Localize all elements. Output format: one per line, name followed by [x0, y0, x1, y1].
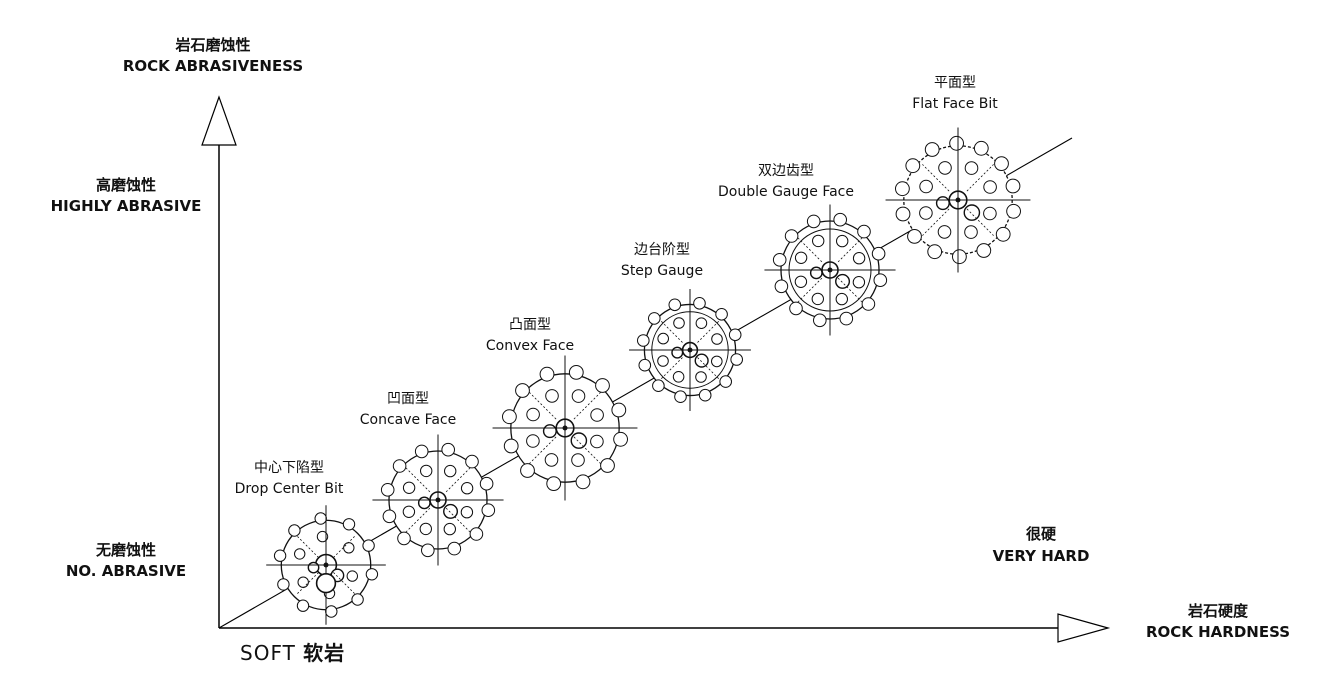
high-abrasive-label-en: HIGHLY ABRASIVE	[50, 197, 202, 215]
bit-label-concave-cn: 凹面型	[387, 391, 429, 407]
double-gauge-face-bit-icon	[764, 204, 896, 336]
bit-label-double-gauge-cn: 双边齿型	[758, 163, 814, 179]
very-hard-label-en: VERY HARD	[992, 547, 1090, 565]
bit-label-flat-face-en: Flat Face Bit	[912, 96, 998, 112]
drop-center-bit-icon	[266, 505, 386, 625]
bit-label-convex-en: Convex Face	[485, 338, 575, 354]
y-axis-arrow-icon	[201, 95, 237, 146]
bit-label-double-gauge-en: Double Gauge Face	[718, 184, 854, 200]
bit-label-step-gauge-en: Step Gauge	[620, 263, 704, 279]
y-axis-title-en: ROCK ABRASIVENESS	[122, 57, 304, 75]
no-abrasive-label-en: NO. ABRASIVE	[65, 562, 187, 580]
high-abrasive-label-cn: 高磨蚀性	[95, 176, 157, 194]
bit-label-convex-cn: 凸面型	[509, 317, 551, 333]
bit-label-concave-en: Concave Face	[359, 412, 457, 428]
x-axis-title-en: ROCK HARDNESS	[1145, 623, 1291, 641]
no-abrasive-label-cn: 无磨蚀性	[95, 541, 157, 559]
convex-face-bit-icon	[492, 355, 638, 501]
soft-label-cn: 软岩	[303, 641, 346, 665]
bit-label-flat-face-cn: 平面型	[934, 75, 976, 91]
bit-label-step-gauge-cn: 边台阶型	[634, 242, 690, 258]
bit-label-drop-center-en: Drop Center Bit	[234, 481, 344, 497]
soft-label-en: SOFT	[240, 641, 296, 665]
bits-layer	[266, 127, 1031, 625]
bit-label-drop-center-cn: 中心下陷型	[254, 460, 324, 476]
x-axis-arrow-icon	[1057, 613, 1111, 643]
flat-face-bit-icon	[885, 127, 1031, 273]
soft-label: SOFT 软岩	[240, 642, 345, 665]
step-gauge-bit-icon	[629, 289, 751, 411]
x-axis-title-cn: 岩石硬度	[1187, 602, 1249, 620]
very-hard-label-cn: 很硬	[1025, 525, 1057, 543]
concave-face-bit-icon	[372, 434, 504, 566]
y-axis-title-cn: 岩石磨蚀性	[175, 36, 251, 54]
